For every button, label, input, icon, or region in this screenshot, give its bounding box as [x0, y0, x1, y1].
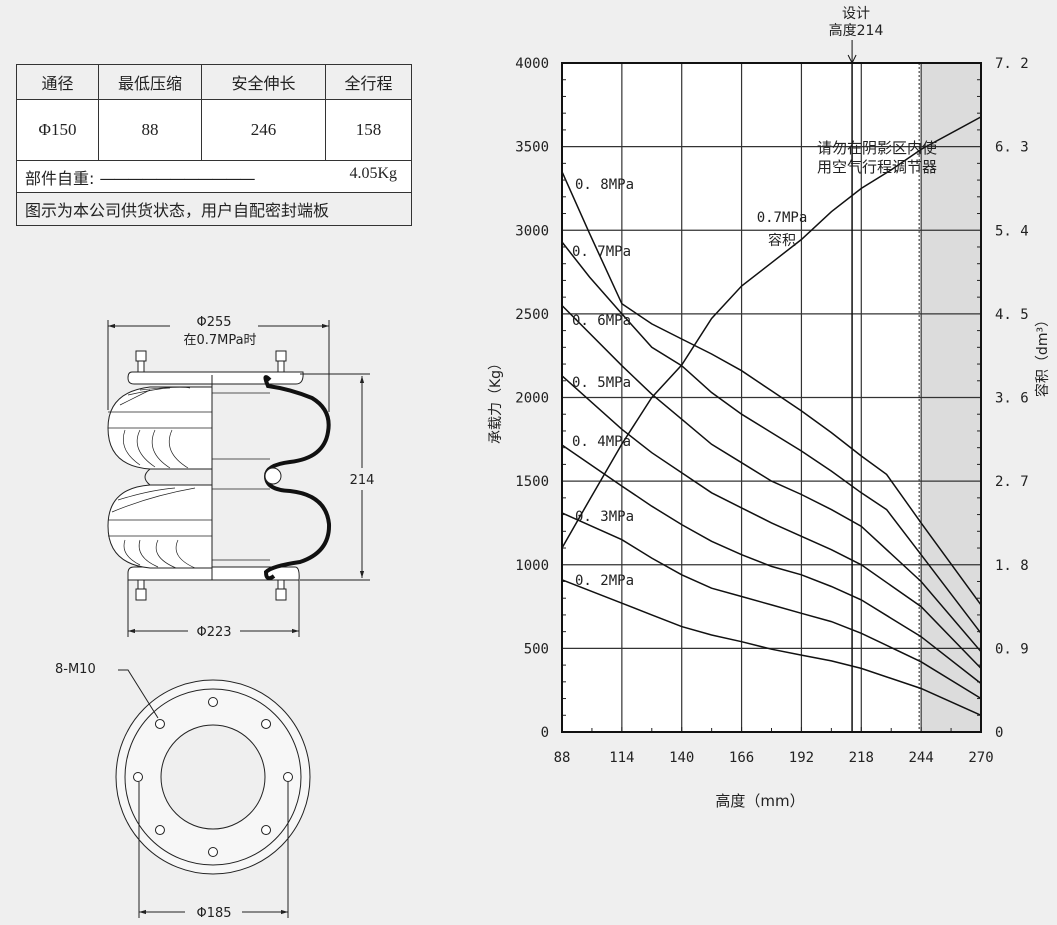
weight-row: 部件自重: ——————————— 4.05Kg — [16, 160, 412, 193]
max-diameter-note: 在0.7MPa时 — [183, 333, 256, 348]
height-dimension-label: 214 — [350, 473, 375, 488]
y-tick-label: 0 — [541, 725, 549, 741]
x-tick-label: 114 — [609, 750, 634, 766]
pressure-curve-0.8MPa — [561, 171, 982, 606]
spec-values-row: Φ150 88 246 158 — [16, 99, 412, 161]
bolt-holes — [133, 697, 293, 857]
y-tick-label: 3000 — [515, 223, 549, 239]
x-axis-label: 高度（mm） — [715, 792, 804, 810]
bellow-ribs — [108, 386, 212, 569]
y-tick-label: 1500 — [515, 474, 549, 490]
curve-label: 0. 2MPa — [575, 573, 634, 589]
y-tick-label: 1000 — [515, 558, 549, 574]
curve-label: 0. 7MPa — [572, 244, 631, 260]
y2-tick-label: 4. 5 — [995, 307, 1029, 323]
section-ring — [264, 467, 282, 485]
bolt-label: 8-M10 — [55, 662, 96, 677]
pressure-curve-0.4MPa — [561, 444, 982, 685]
bolt-hole — [154, 718, 165, 729]
weight-value: 4.05Kg — [349, 164, 397, 182]
bolt-circle-label: Φ185 — [196, 906, 231, 921]
y2-tick-label: 3. 6 — [995, 391, 1029, 407]
half-section-lines — [212, 392, 270, 561]
x-tick-label: 270 — [968, 750, 993, 766]
bolt-hole — [133, 772, 143, 782]
bolt-hole — [261, 718, 272, 729]
x-tick-label: 88 — [554, 750, 571, 766]
inner-circle — [160, 724, 266, 830]
y2-tick-label: 7. 2 — [995, 56, 1029, 72]
y-tick-label: 4000 — [515, 56, 549, 72]
curve-label: 0. 5MPa — [572, 375, 631, 391]
bolt-hole — [208, 847, 218, 857]
weight-cell: 部件自重: ——————————— 4.05Kg — [16, 160, 412, 193]
note-text: 图示为本公司供货状态，用户自配密封端板 — [16, 192, 412, 226]
girdle-ring — [144, 468, 151, 486]
plot-frame — [561, 62, 982, 733]
warning-text-1: 请勿在阴影区内使 — [817, 139, 937, 157]
x-tick-label: 192 — [789, 750, 814, 766]
volume-curve — [561, 116, 982, 549]
y2-tick-label: 6. 3 — [995, 140, 1029, 156]
pressure-curve-0.2MPa — [561, 579, 982, 716]
rim-circle — [124, 688, 302, 866]
bolt-icons — [135, 350, 287, 601]
design-height-label-1: 设计 — [842, 6, 870, 22]
max-diameter-label: Φ255 — [196, 315, 231, 330]
note-row: 图示为本公司供货状态，用户自配密封端板 — [16, 192, 412, 226]
value-safe-extension: 246 — [201, 99, 326, 161]
y2-tick-label: 1. 8 — [995, 558, 1029, 574]
bottom-view — [115, 669, 311, 918]
bolt-hole — [154, 825, 165, 836]
curve-label: 0. 4MPa — [572, 434, 631, 450]
value-full-stroke: 158 — [325, 99, 412, 161]
bottom-plate — [127, 566, 300, 581]
y-tick-label: 3500 — [515, 140, 549, 156]
x-tick-label: 140 — [669, 750, 694, 766]
header-full-stroke: 全行程 — [325, 64, 412, 100]
shaded-region — [921, 63, 981, 732]
technical-drawings: Φ255 在0.7MPa时 214 Φ223 8-M10 Φ185 — [55, 315, 375, 921]
pressure-curve-0.3MPa — [561, 512, 982, 700]
bolt-hole — [208, 697, 218, 707]
y2-axis-label: 容积（dm³） — [1034, 313, 1051, 397]
curve-label: 0. 8MPa — [575, 177, 634, 193]
y2-tick-label: 5. 4 — [995, 223, 1029, 239]
top-plate — [127, 371, 304, 385]
curve-label: 0. 3MPa — [575, 509, 634, 525]
arrow-head-icon — [847, 54, 857, 65]
lower-bellow — [107, 484, 213, 569]
y-tick-label: 2500 — [515, 307, 549, 323]
header-bore: 通径 — [16, 64, 99, 100]
spec-table: 通径 最低压缩 安全伸长 全行程 Φ150 88 246 158 部件自重: —… — [16, 64, 412, 226]
pressure-curve-0.7MPa — [561, 241, 982, 634]
bolt-leader-line — [118, 669, 159, 719]
x-tick-label: 218 — [849, 750, 874, 766]
value-min-compression: 88 — [98, 99, 202, 161]
spec-header-row: 通径 最低压缩 安全伸长 全行程 — [16, 64, 412, 100]
bolt-hole — [283, 772, 293, 782]
value-bore: Φ150 — [16, 99, 99, 161]
y2-tick-label: 0 — [995, 725, 1003, 741]
volume-series-label-2: 容积 — [768, 232, 796, 249]
plate-diameter-label: Φ223 — [196, 625, 231, 640]
design-height-label-2: 高度214 — [829, 22, 884, 39]
y-tick-label: 500 — [524, 641, 549, 657]
warning-text-2: 用空气行程调节器 — [817, 158, 937, 176]
y2-tick-label: 2. 7 — [995, 474, 1029, 490]
plot-area — [562, 63, 981, 732]
bolt-hole — [261, 825, 272, 836]
y-axis-label: 承载力（Kg） — [488, 356, 504, 444]
weight-label: 部件自重: — [25, 168, 95, 188]
y2-tick-label: 0. 9 — [995, 641, 1029, 657]
x-tick-label: 166 — [729, 750, 754, 766]
y-tick-label: 2000 — [515, 391, 549, 407]
x-tick-label: 244 — [908, 750, 933, 766]
pressure-curve-0.5MPa — [561, 375, 982, 669]
curve-label: 0. 6MPa — [572, 313, 631, 329]
side-view — [107, 320, 370, 637]
pressure-curve-0.6MPa — [561, 304, 982, 653]
volume-series-label: 0.7MPa — [757, 210, 808, 226]
weight-dash: ——————————— — [99, 168, 256, 188]
